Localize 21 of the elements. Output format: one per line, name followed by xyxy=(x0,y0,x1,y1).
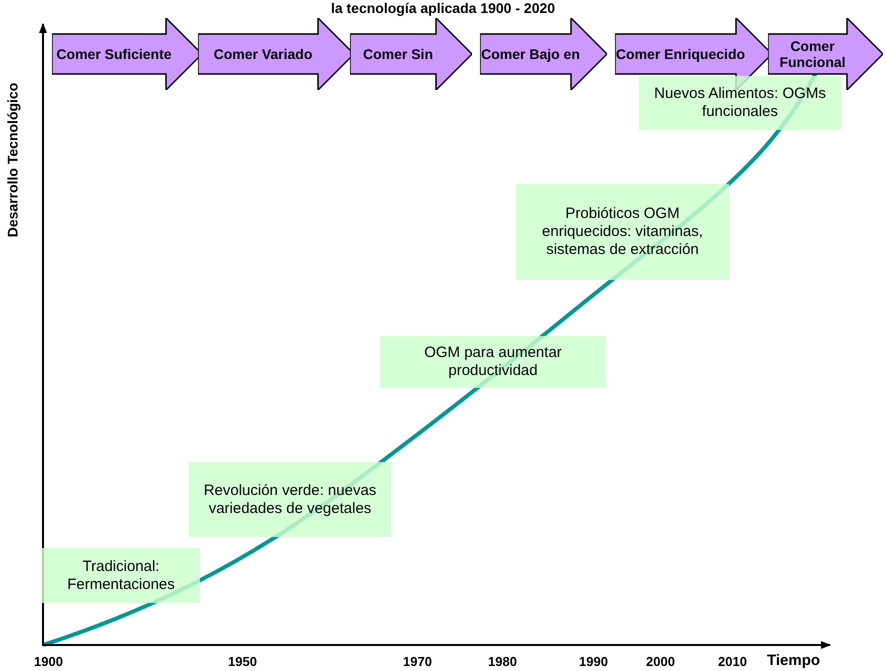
stage-label: Comer Variado xyxy=(212,45,314,64)
axis-title: Desarrollo Tecnológico xyxy=(4,82,20,238)
era-label: OGM para aumentar productividad xyxy=(380,336,606,388)
axis-title: Tiempo xyxy=(767,652,820,669)
stage-label: Comer Bajo en xyxy=(480,45,581,64)
year-label: 2000 xyxy=(646,654,675,669)
year-label: 1900 xyxy=(34,654,63,669)
year-label: 2010 xyxy=(718,654,747,669)
era-label: Revolución verde: nuevas variedades de vegetales xyxy=(189,462,391,537)
year-label: 1980 xyxy=(488,654,517,669)
era-label: Tradicional: Fermentaciones xyxy=(42,548,200,603)
year-label: 1970 xyxy=(403,654,432,669)
era-label: Probióticos OGM enriquecidos: vitaminas, sistemas de extracción xyxy=(516,184,729,280)
stage-label: Comer Funcional xyxy=(778,37,847,72)
year-label: 1990 xyxy=(579,654,608,669)
stage-label: Comer Sin xyxy=(362,45,434,64)
year-label: 1950 xyxy=(228,654,257,669)
chart-title: la tecnología aplicada 1900 - 2020 xyxy=(330,0,556,16)
era-label: Nuevos Alimentos: OGMs funcionales xyxy=(639,76,841,130)
stage-label: Comer Suficiente xyxy=(55,45,173,64)
stage-label: Comer Enriquecido xyxy=(615,45,746,64)
